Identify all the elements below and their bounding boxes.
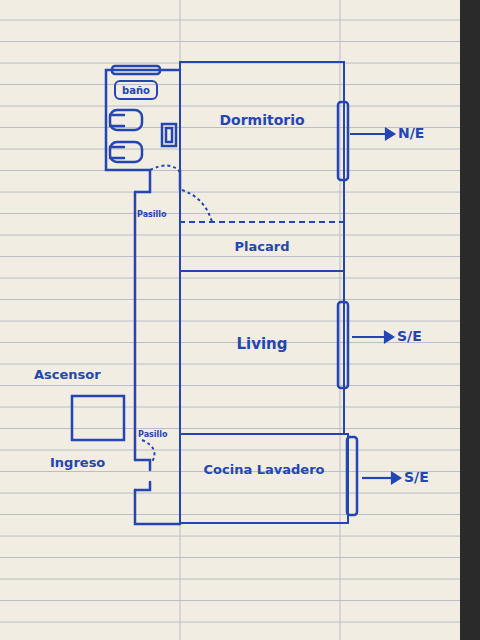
orientation-label: S/E <box>404 470 429 485</box>
room-label: Dormitorio <box>219 113 304 221</box>
room-box: Living <box>179 270 345 435</box>
ruled-line <box>340 0 341 640</box>
door-swings <box>142 165 212 462</box>
room-box: Cocina Lavadero <box>179 433 349 524</box>
room-label: Placard <box>235 240 290 270</box>
ruled-lines <box>0 0 460 640</box>
walls <box>72 66 357 524</box>
elevator-label: Ascensor <box>34 368 101 382</box>
room-box: Dormitorio <box>179 61 345 223</box>
paper <box>0 0 460 640</box>
room-label: baño <box>122 85 150 96</box>
orientation-arrows <box>350 129 400 483</box>
corridor-label: Pasillo <box>138 431 168 440</box>
fixture-box: baño <box>114 80 158 100</box>
orientation-label: N/E <box>398 126 424 141</box>
room-label: Cocina Lavadero <box>204 463 325 522</box>
room-label: Living <box>236 336 287 435</box>
room-box: Placard <box>179 222 345 272</box>
corridor-label: Pasillo <box>137 211 167 220</box>
entrance-label: Ingreso <box>50 456 105 470</box>
orientation-label: S/E <box>397 329 422 344</box>
